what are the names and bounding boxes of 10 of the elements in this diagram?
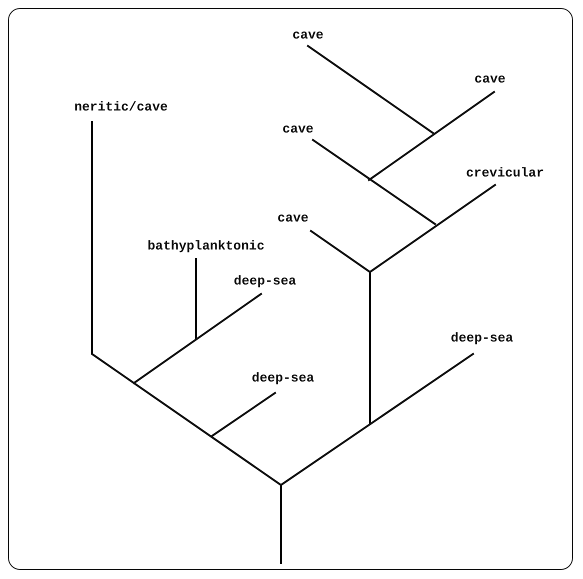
habitat-label: cave: [474, 72, 506, 86]
habitat-label: deep-sea: [252, 370, 314, 386]
habitat-label: deep-sea: [450, 330, 514, 346]
habitat-label: cave: [282, 122, 314, 136]
habitat-label: deep-sea: [234, 274, 296, 288]
habitat-label: neritic/cave: [74, 100, 168, 114]
habitat-label: cave: [292, 28, 324, 42]
habitat-label: bathyplanktonic: [147, 238, 265, 254]
habitat-label: cave: [277, 210, 309, 226]
habitat-label: crevicular: [466, 166, 544, 180]
